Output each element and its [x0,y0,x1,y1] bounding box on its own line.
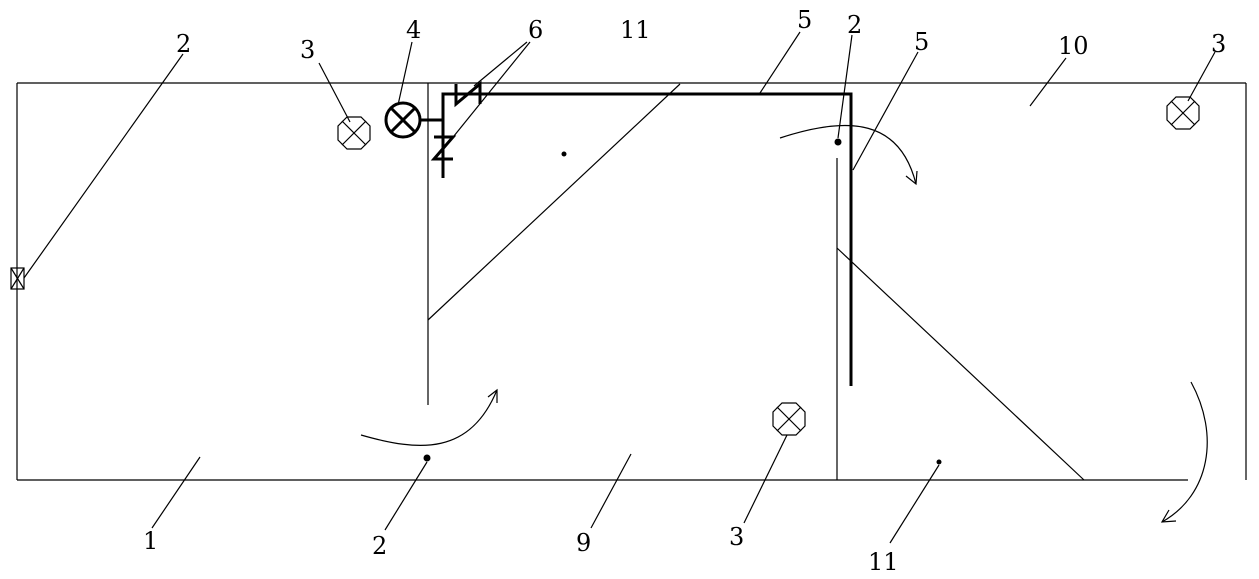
label-3-right: 3 [1211,30,1226,58]
airflow-arrow [360,388,498,446]
label-2-top: 2 [847,11,862,39]
label-11-bottom: 11 [868,548,899,576]
label-1: 1 [143,527,158,555]
partition-walls [427,83,838,480]
label-3-left: 3 [300,36,315,64]
diagonal-baffles [427,83,1085,481]
sensor-icon [10,267,25,290]
leader-lines [23,31,1216,544]
lamp-icon [337,116,371,150]
lamp-icon [772,402,806,436]
label-10: 10 [1058,32,1089,60]
label-4: 4 [406,16,421,44]
pump-icon [384,101,422,139]
sensor-dot [834,138,842,146]
marker-dot [936,459,942,465]
label-2-bottom: 2 [372,532,387,560]
valve-icon [454,80,482,108]
airflow-arrow [779,124,918,186]
marker-dot [561,151,567,157]
label-6: 6 [528,16,543,44]
lamp-icon [1166,96,1200,130]
label-9: 9 [576,529,591,557]
label-3-bottom: 3 [729,523,744,551]
label-5-b: 5 [914,28,929,56]
label-5-a: 5 [797,6,812,34]
sensor-dot [423,454,431,462]
label-2-left: 2 [176,30,191,58]
airflow-arrow [1160,381,1208,523]
outer-boundary [16,82,1247,481]
pipeline [420,92,853,386]
label-11-top: 11 [620,16,651,44]
